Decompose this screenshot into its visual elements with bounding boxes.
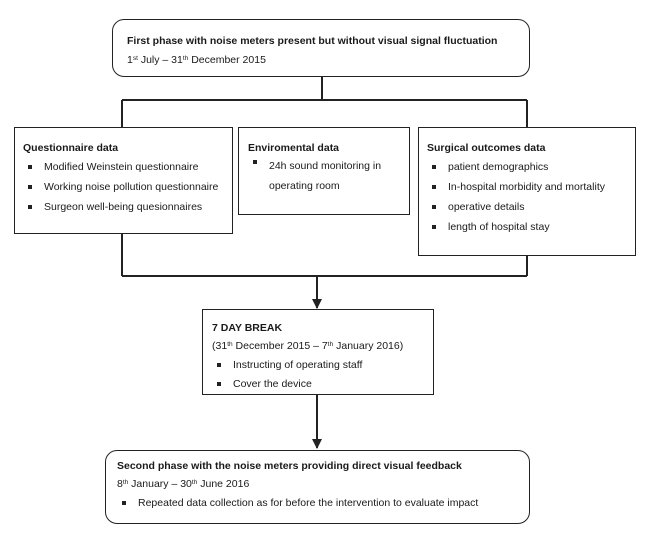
surgical-outcomes-box: Surgical outcomes data patient demograph…	[418, 127, 636, 256]
questionnaire-box: Questionnaire data Modified Weinstein qu…	[14, 127, 233, 234]
list-item: Modified Weinstein questionnaire	[23, 161, 232, 174]
phase2-title: Second phase with the noise meters provi…	[117, 460, 462, 472]
phase1-dates: 1st July – 31th December 2015	[127, 54, 266, 66]
list-item: patient demographics	[427, 161, 635, 174]
phase1-title: First phase with noise meters present bu…	[127, 35, 498, 47]
environmental-title: Enviromental data	[248, 142, 340, 154]
phase2-dates: 8th January – 30th June 2016	[117, 478, 250, 490]
list-item: operative details	[427, 201, 635, 214]
list-item: length of hospital stay	[427, 221, 635, 234]
questionnaire-list: Modified Weinstein questionnaire Working…	[23, 161, 232, 214]
list-item: Working noise pollution questionnaire	[23, 181, 232, 194]
list-item: In-hospital morbidity and mortality	[427, 181, 635, 194]
break-title: 7 DAY BREAK	[212, 322, 283, 334]
environmental-list: 24h sound monitoring in operating room	[248, 156, 409, 196]
break-list: Instructing of operating staff Cover the…	[212, 359, 433, 391]
list-item: Instructing of operating staff	[212, 359, 433, 372]
surgical-outcomes-list: patient demographics In-hospital morbidi…	[427, 161, 635, 234]
phase2-list: Repeated data collection as for before t…	[117, 497, 529, 510]
break-dates: (31th December 2015 – 7th January 2016)	[212, 340, 404, 352]
list-item: Cover the device	[212, 378, 433, 391]
list-item: Surgeon well-being quesionnaires	[23, 201, 232, 214]
break-box: 7 DAY BREAK (31th December 2015 – 7th Ja…	[202, 309, 434, 395]
list-item: 24h sound monitoring in operating room	[248, 156, 387, 196]
environmental-box: Enviromental data 24h sound monitoring i…	[238, 127, 410, 215]
phase2-box: Second phase with the noise meters provi…	[105, 450, 530, 524]
questionnaire-title: Questionnaire data	[23, 142, 119, 154]
surgical-outcomes-title: Surgical outcomes data	[427, 142, 546, 154]
phase1-box: First phase with noise meters present bu…	[112, 19, 530, 77]
list-item: Repeated data collection as for before t…	[117, 497, 529, 510]
